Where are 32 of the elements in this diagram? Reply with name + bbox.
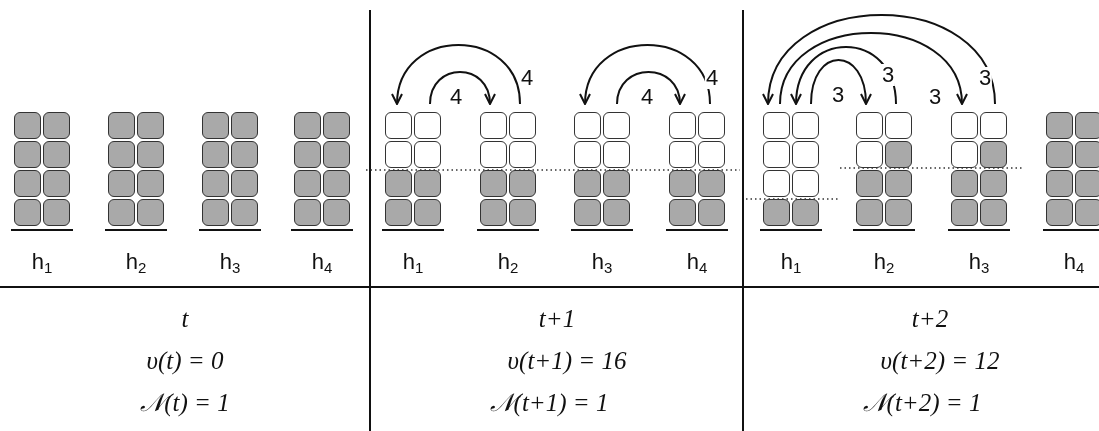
curved-arrow — [763, 14, 996, 105]
curved-arrow — [779, 32, 967, 105]
column-label: h$_{3}$ — [219, 249, 241, 275]
math-label: 𝒩(t) = 1 — [140, 389, 230, 417]
math-label: υ(t+1) = 16 — [507, 347, 627, 375]
column-label: h$_{3}$ — [591, 249, 613, 275]
column-label: h$_{4}$ — [1063, 249, 1085, 275]
edge-label: 3 — [977, 67, 993, 89]
column-label: h$_{2}$ — [497, 249, 519, 275]
curved-arrow — [392, 44, 521, 105]
curved-arrow — [580, 44, 711, 105]
column-label: h$_{3}$ — [968, 249, 990, 275]
column-label: h$_{1}$ — [31, 249, 53, 275]
column-label: h$_{2}$ — [125, 249, 147, 275]
math-label: t — [181, 305, 189, 333]
math-label: t+1 — [538, 305, 576, 333]
column-label: h$_{4}$ — [311, 249, 333, 275]
math-label: υ(t+2) = 12 — [880, 347, 1000, 375]
column-label: h$_{2}$ — [873, 249, 895, 275]
math-label: 𝒩(t+2) = 1 — [862, 389, 982, 417]
curved-arrow — [429, 71, 495, 105]
math-label: t+2 — [911, 305, 949, 333]
edge-label: 4 — [704, 67, 720, 89]
edge-label: 3 — [880, 64, 896, 86]
curved-arrow — [810, 59, 872, 105]
column-label: h$_{1}$ — [780, 249, 802, 275]
curved-arrow — [791, 46, 897, 105]
curved-arrow — [616, 71, 685, 105]
math-label: υ(t) = 0 — [146, 347, 224, 375]
column-label: h$_{1}$ — [402, 249, 424, 275]
math-label: 𝒩(t+1) = 1 — [489, 389, 609, 417]
column-label: h$_{4}$ — [686, 249, 708, 275]
